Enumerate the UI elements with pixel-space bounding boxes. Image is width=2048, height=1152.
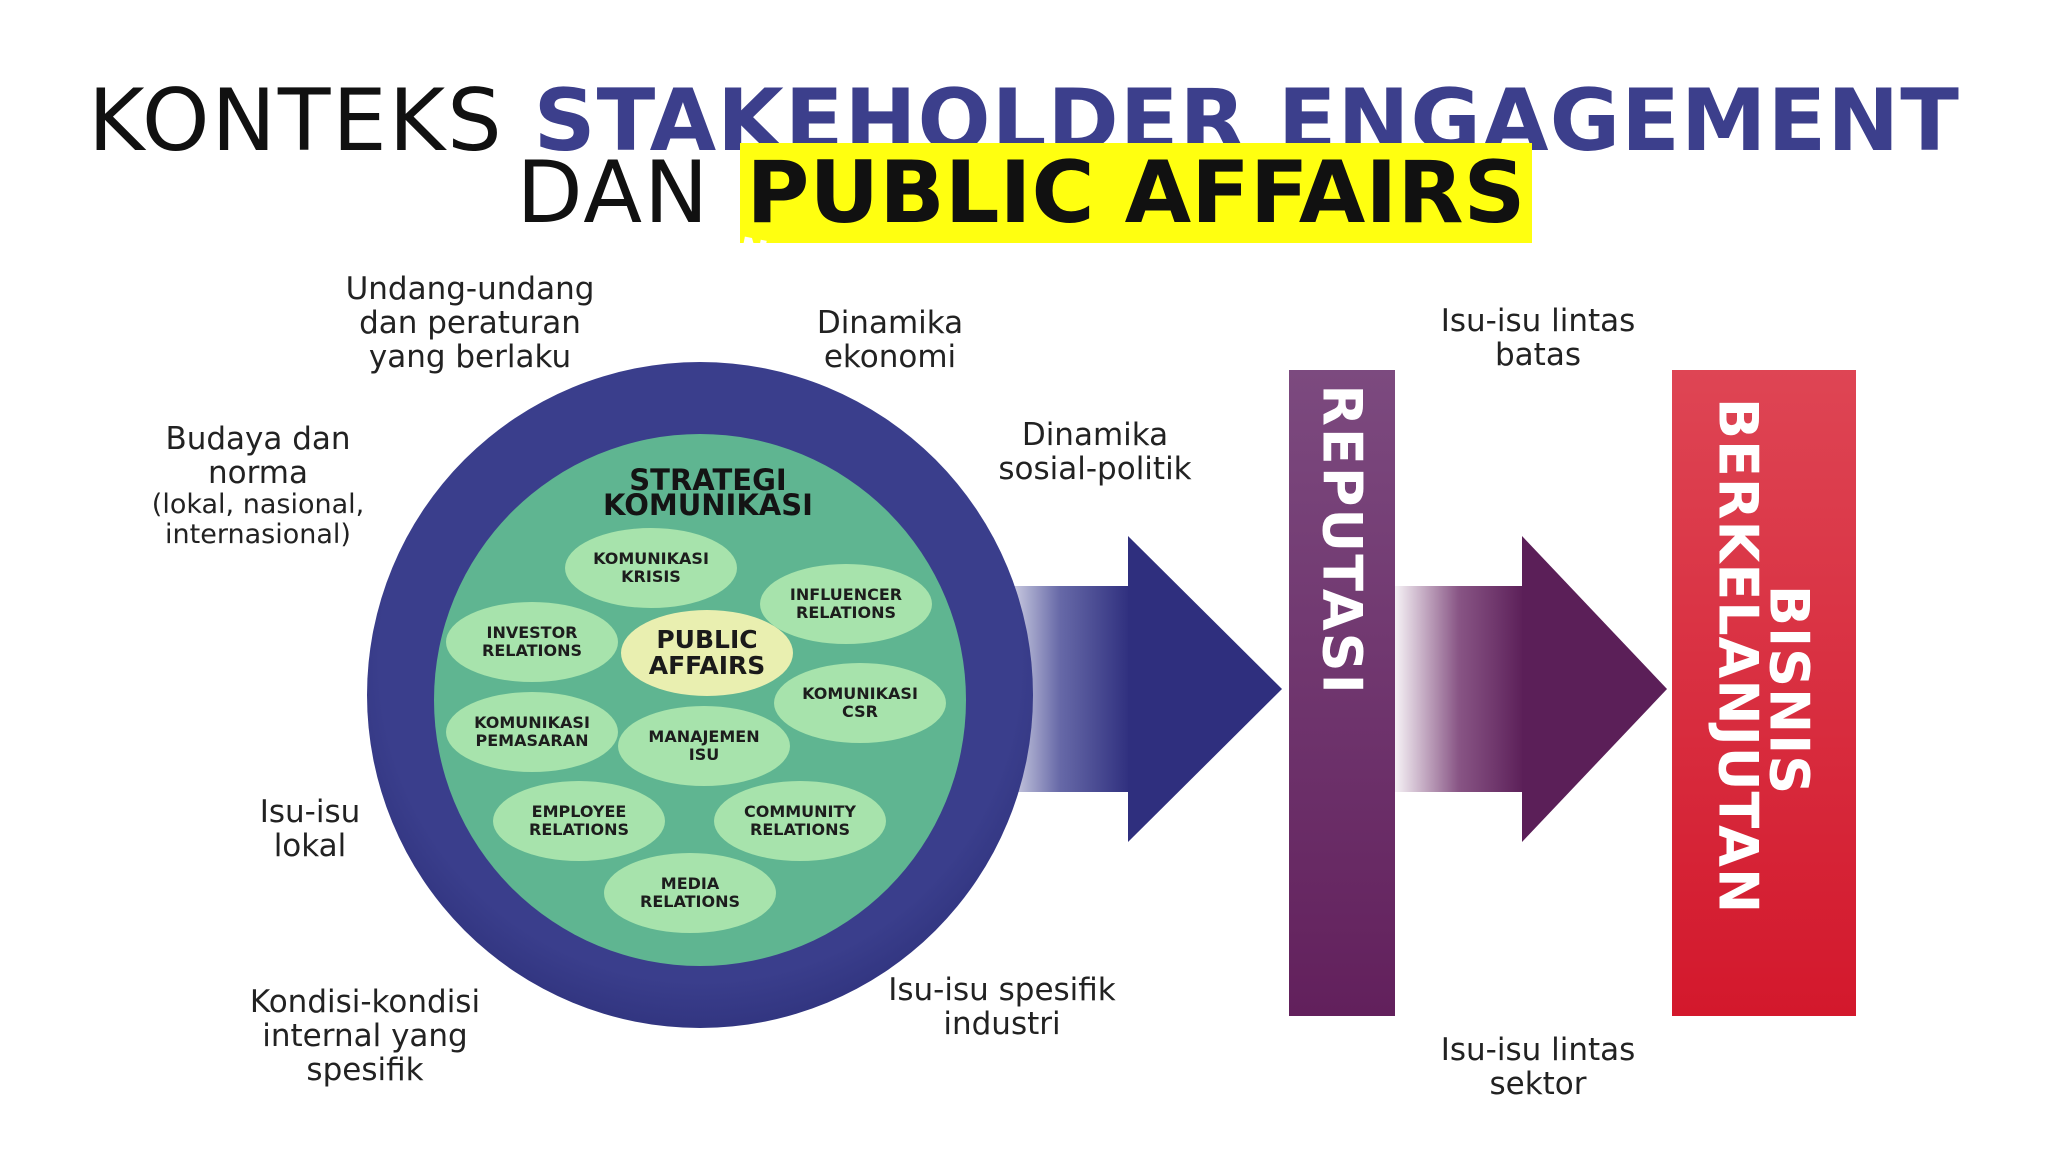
ellipse-manajemen-isu: MANAJEMEN ISU: [618, 706, 790, 786]
ellipse-komunikasi-csr: KOMUNIKASI CSR: [774, 663, 946, 743]
svg-text:PEMASARAN: PEMASARAN: [476, 731, 589, 750]
context-budaya-norma: Budaya dan norma (lokal, nasional, inter…: [151, 421, 365, 550]
context-isu-lintas-batas: Isu-isu lintas batas: [1440, 303, 1636, 373]
svg-text:KRISIS: KRISIS: [621, 567, 681, 586]
svg-text:INFLUENCER: INFLUENCER: [790, 585, 902, 604]
arrow-to-bisnis: [1394, 536, 1667, 842]
arrow-to-reputasi: [990, 536, 1282, 842]
context-isu-lokal: Isu-isu lokal: [259, 794, 361, 864]
svg-text:RELATIONS: RELATIONS: [640, 892, 740, 911]
svg-text:KOMUNIKASI: KOMUNIKASI: [593, 549, 709, 568]
title-public-affairs: PUBLIC AFFAIRS: [740, 143, 1532, 243]
svg-text:RELATIONS: RELATIONS: [482, 641, 582, 660]
bisnis-berkelanjutan-bar: BISNIS BERKELANJUTAN: [1672, 370, 1856, 1016]
title-konteks: KONTEKS: [88, 71, 504, 171]
bisnis-label: BISNIS: [1758, 585, 1821, 795]
svg-text:KOMUNIKASI: KOMUNIKASI: [474, 713, 590, 732]
title-line-2: DAN PUBLIC AFFAIRS: [0, 143, 2048, 243]
svg-text:RELATIONS: RELATIONS: [750, 820, 850, 839]
svg-text:MANAJEMEN: MANAJEMEN: [648, 727, 759, 746]
context-undang-undang: Undang-undang dan peraturan yang berlaku: [345, 271, 595, 375]
ellipse-public-affairs: PUBLIC AFFAIRS: [621, 610, 793, 696]
context-isu-spesifik-industri: Isu-isu spesifik industri: [888, 972, 1116, 1042]
ellipse-komunikasi-pemasaran: KOMUNIKASI PEMASARAN: [446, 692, 618, 772]
ellipse-employee-relations: EMPLOYEE RELATIONS: [493, 781, 665, 861]
svg-text:INVESTOR: INVESTOR: [486, 623, 577, 642]
ellipse-investor-relations: INVESTOR RELATIONS: [446, 602, 618, 682]
svg-text:ISU: ISU: [689, 745, 719, 764]
strategy-line-2: KOMUNIKASI: [603, 488, 813, 522]
svg-text:COMMUNITY: COMMUNITY: [744, 802, 856, 821]
strategy-line-1: STRATEGI: [629, 463, 786, 497]
svg-text:RELATIONS: RELATIONS: [796, 603, 896, 622]
ellipse-community-relations: COMMUNITY RELATIONS: [714, 781, 886, 861]
context-kondisi-internal: Kondisi-kondisi internal yang spesifik: [249, 984, 481, 1088]
context-isu-lintas-sektor: Isu-isu lintas sektor: [1440, 1032, 1636, 1102]
svg-text:KOMUNIKASI: KOMUNIKASI: [802, 684, 918, 703]
context-dinamika-ekonomi: Dinamika ekonomi: [816, 305, 964, 375]
svg-text:EMPLOYEE: EMPLOYEE: [532, 802, 627, 821]
ellipse-media-relations: MEDIA RELATIONS: [604, 853, 776, 933]
svg-text:RELATIONS: RELATIONS: [529, 820, 629, 839]
svg-text:MEDIA: MEDIA: [661, 874, 720, 893]
svg-text:AFFAIRS: AFFAIRS: [649, 651, 766, 680]
berkelanjutan-label: BERKELANJUTAN: [1707, 398, 1770, 914]
reputasi-label: REPUTASI: [1311, 384, 1374, 695]
ellipse-influencer-relations: INFLUENCER RELATIONS: [760, 564, 932, 644]
ellipse-komunikasi-krisis: KOMUNIKASI KRISIS: [565, 528, 737, 608]
title-dan: DAN: [516, 143, 711, 243]
svg-text:CSR: CSR: [842, 702, 878, 721]
context-dinamika-sosial-politik: Dinamika sosial-politik: [998, 417, 1192, 487]
svg-text:PUBLIC: PUBLIC: [656, 625, 757, 654]
reputasi-bar: REPUTASI: [1289, 370, 1395, 1016]
